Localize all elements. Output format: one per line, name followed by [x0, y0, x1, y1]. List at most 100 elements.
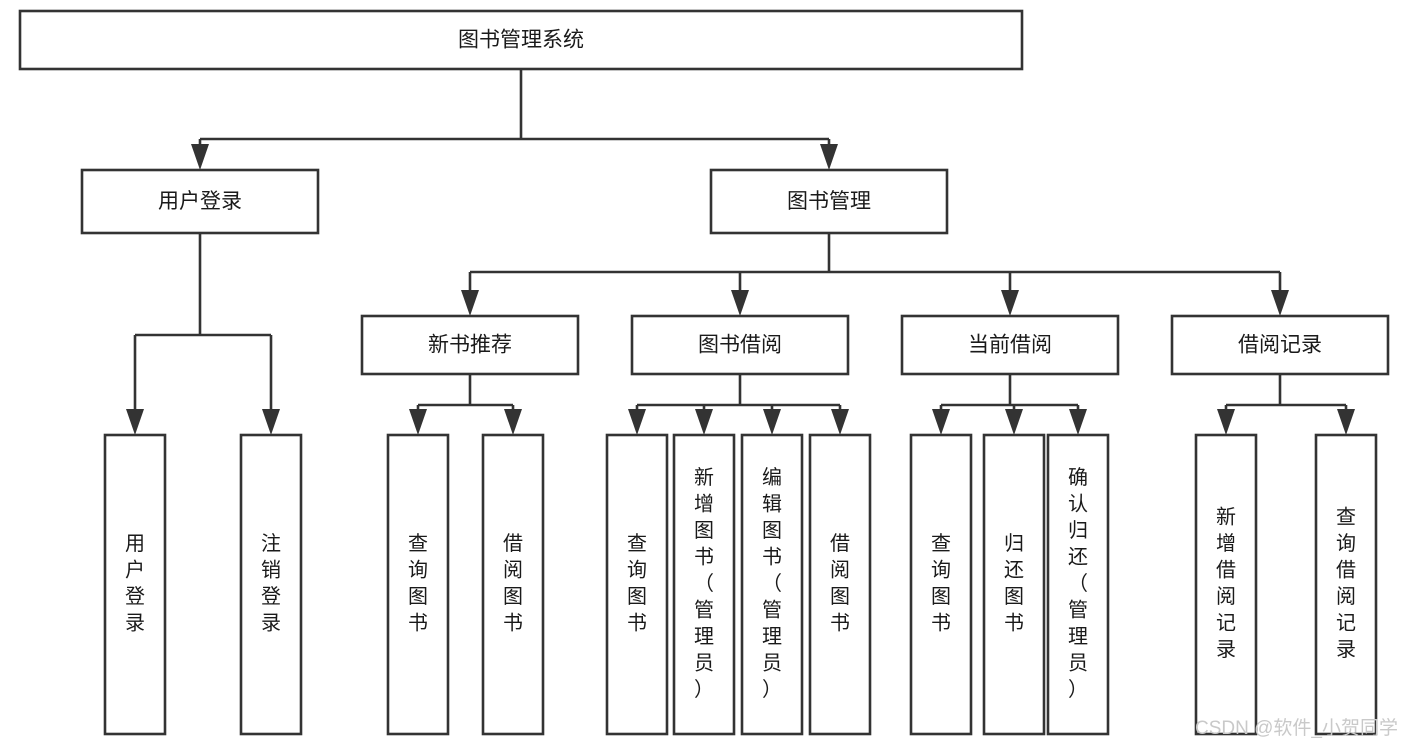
- node-box[interactable]: [672, 433, 736, 736]
- node-box[interactable]: [909, 433, 973, 736]
- node-box[interactable]: [808, 433, 872, 736]
- node-box[interactable]: [1314, 433, 1378, 736]
- node-label-char: 管: [694, 598, 714, 621]
- node-box[interactable]: [900, 314, 1120, 376]
- arrow-head-icon: [628, 409, 646, 435]
- node-label-char: 辑: [762, 492, 782, 515]
- node-label-char: 记: [1336, 612, 1356, 635]
- node-box[interactable]: [386, 433, 450, 736]
- arrow-head-icon: [461, 290, 479, 316]
- arrow-head-icon: [1217, 409, 1235, 435]
- node-box[interactable]: [481, 433, 545, 736]
- node-label-char: 录: [1216, 639, 1236, 661]
- connectors-layer: [126, 69, 1355, 435]
- node-box[interactable]: [1046, 433, 1110, 736]
- node-borrow[interactable]: 图书借阅: [630, 314, 850, 376]
- node-label-char: 还: [1004, 559, 1024, 582]
- node-label-char: （: [762, 572, 782, 595]
- node-record[interactable]: 借阅记录: [1170, 314, 1390, 376]
- node-label-char: 阅: [1216, 585, 1236, 608]
- node-label-char: 员: [762, 652, 782, 674]
- node-leaf-user-login[interactable]: 用户登录: [103, 433, 167, 736]
- arrow-head-icon: [409, 409, 427, 435]
- node-box[interactable]: [740, 433, 804, 736]
- node-box[interactable]: [18, 9, 1024, 71]
- node-label-char: 查: [931, 532, 951, 555]
- arrow-head-icon: [191, 144, 209, 170]
- connector-login: [126, 233, 280, 435]
- arrow-head-icon: [831, 409, 849, 435]
- node-label-char: 书: [762, 545, 782, 568]
- node-label-char: 增: [694, 492, 714, 515]
- node-label-char: 借: [1336, 559, 1356, 582]
- connector-bookmgmt: [461, 233, 1289, 316]
- node-label: 借阅记录: [1238, 334, 1322, 357]
- node-box[interactable]: [80, 168, 320, 235]
- arrow-head-icon: [763, 409, 781, 435]
- node-label-char: 员: [694, 652, 714, 674]
- node-label-char: 户: [125, 559, 145, 582]
- node-label-char: 书: [694, 545, 714, 568]
- node-label-char: 书: [627, 612, 647, 635]
- node-label-char: 阅: [503, 559, 523, 582]
- node-label-char: ）: [694, 678, 714, 701]
- node-label: 用户登录: [158, 190, 242, 213]
- node-label-char: 查: [408, 532, 428, 555]
- node-label: 图书管理: [787, 190, 871, 213]
- node-label-char: 图: [931, 586, 951, 608]
- node-label-char: 认: [1068, 492, 1088, 515]
- node-label-char: ）: [1068, 678, 1088, 701]
- node-label-char: 询: [408, 559, 428, 582]
- node-label-char: 新: [1216, 506, 1236, 529]
- node-box[interactable]: [103, 433, 167, 736]
- connector-record: [1217, 374, 1355, 435]
- node-label-char: 书: [408, 612, 428, 635]
- node-box[interactable]: [239, 433, 303, 736]
- node-label-char: 管: [762, 598, 782, 621]
- node-box[interactable]: [360, 314, 580, 376]
- node-box[interactable]: [630, 314, 850, 376]
- arrow-head-icon: [1337, 409, 1355, 435]
- node-label-char: 确: [1068, 466, 1088, 489]
- node-label-char: 增: [1216, 532, 1236, 555]
- node-label-char: 销: [261, 559, 281, 582]
- arrow-head-icon: [1005, 409, 1023, 435]
- node-label-char: 注: [261, 532, 281, 555]
- node-label-char: 归: [1004, 532, 1024, 555]
- node-box[interactable]: [709, 168, 949, 235]
- arrow-head-icon: [262, 409, 280, 435]
- node-label-char: 书: [931, 612, 951, 635]
- node-label-char: 记: [1216, 612, 1236, 635]
- node-label-char: 编: [762, 466, 782, 489]
- node-root[interactable]: 图书管理系统: [18, 9, 1024, 71]
- node-label-char: 书: [830, 612, 850, 635]
- node-label-char: （: [694, 572, 714, 595]
- node-label-char: 阅: [1336, 585, 1356, 608]
- node-current[interactable]: 当前借阅: [900, 314, 1120, 376]
- node-label-char: 登: [261, 585, 281, 608]
- node-label-char: 录: [261, 613, 281, 635]
- node-label-char: 询: [1336, 532, 1356, 555]
- arrow-head-icon: [731, 290, 749, 316]
- node-box[interactable]: [982, 433, 1046, 736]
- node-newbook[interactable]: 新书推荐: [360, 314, 580, 376]
- node-box[interactable]: [1170, 314, 1390, 376]
- node-box[interactable]: [605, 433, 669, 736]
- node-bookmgmt[interactable]: 图书管理: [709, 168, 949, 235]
- node-login[interactable]: 用户登录: [80, 168, 320, 235]
- node-label-char: 查: [1336, 506, 1356, 529]
- node-box[interactable]: [1194, 433, 1258, 736]
